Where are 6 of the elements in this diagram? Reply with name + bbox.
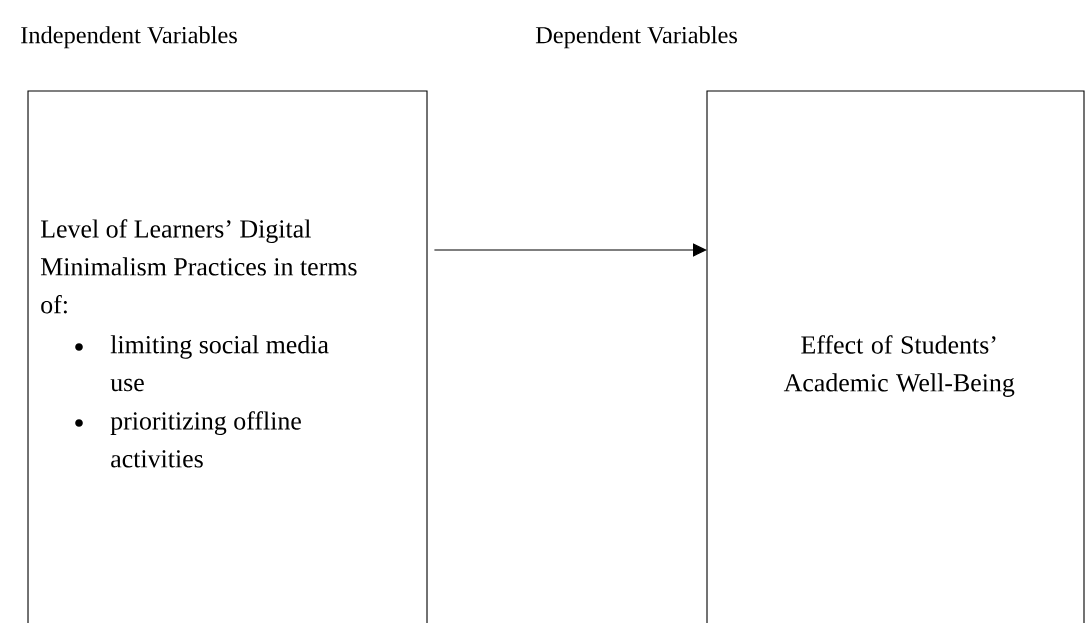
box-text: Level of Learners’ Digital Minimalism Practices in terms of: (40, 219, 357, 314)
list-item: prioritizing offline activities (110, 411, 301, 468)
column-heading: Dependent Variables (535, 26, 737, 49)
column-heading: Independent Variables (21, 26, 237, 49)
box-text: Effect of Students’ Academic Well-Being (783, 335, 1015, 397)
arrow (433, 243, 707, 257)
